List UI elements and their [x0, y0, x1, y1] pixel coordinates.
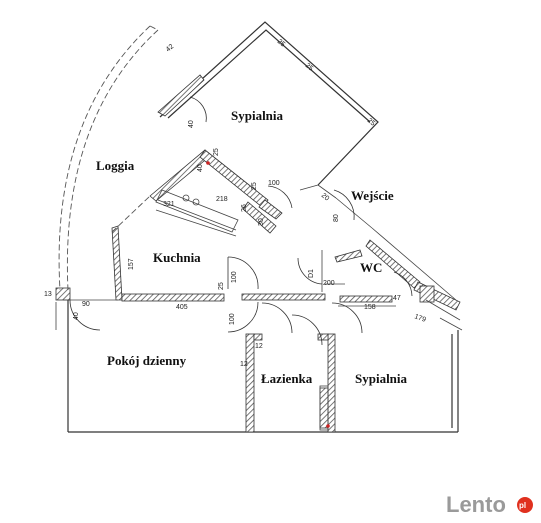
dim-80: 80: [333, 214, 340, 222]
dim-25e: 25: [251, 182, 258, 190]
room-label-kitchen: Kuchnia: [153, 250, 201, 265]
dim-25c: 25: [366, 117, 377, 127]
dim-100a: 100: [268, 180, 280, 187]
dim-40a: 40: [188, 120, 195, 128]
dim-30: 30: [258, 218, 265, 226]
dim-158: 158: [364, 304, 376, 311]
dim-12b: 12: [240, 361, 248, 368]
room-label-bathroom: Łazienka: [261, 371, 313, 386]
dim-20: 20: [320, 192, 331, 202]
dim-200: 200: [323, 280, 335, 287]
door-swings: [69, 96, 413, 346]
hatched-walls: [55, 74, 461, 433]
room-label-living-room: Pokój dzienny: [107, 353, 187, 368]
dim-100b: 100: [231, 271, 238, 283]
outer-walls: [67, 300, 459, 433]
dim-179: 179: [413, 313, 426, 324]
dim-25a: 25: [276, 38, 287, 48]
room-label-wc: WC: [360, 260, 382, 275]
dim-26: 26: [241, 204, 248, 212]
bedroom-top-outline: [159, 21, 379, 186]
watermark-dot-icon: [517, 497, 533, 513]
kitchen-counter: [155, 189, 239, 233]
watermark-suffix: pl: [519, 501, 526, 510]
dim-12a: 12: [255, 343, 263, 350]
dim-40b: 40: [197, 164, 204, 172]
dim-100c: 100: [229, 313, 236, 325]
dim-157: 157: [128, 258, 135, 270]
dim-25f: 25: [218, 282, 225, 290]
dim-40c: 40: [73, 312, 80, 320]
dim-218: 218: [216, 196, 228, 203]
lento-watermark: Lento pl: [446, 492, 533, 517]
dim-47: 47: [393, 295, 401, 302]
dim-321: 321: [163, 201, 175, 208]
watermark-brand: Lento: [446, 492, 506, 517]
room-label-loggia: Loggia: [96, 158, 135, 173]
dim-25b: 25: [304, 62, 315, 72]
door-label-d1: D1: [308, 269, 315, 278]
room-label-bedroom-right: Sypialnia: [355, 371, 408, 386]
dim-405: 405: [176, 304, 188, 311]
room-label-bedroom-top: Sypialnia: [231, 108, 284, 123]
dim-13: 13: [44, 291, 52, 298]
dim-42: 42: [165, 43, 176, 53]
dimension-labels: 42 25 25 25 25 25 25 40 40 40 100 100 10…: [44, 38, 427, 368]
dim-25d: 25: [213, 148, 220, 156]
dim-90: 90: [82, 301, 90, 308]
bathroom-fixtures: [206, 161, 330, 431]
room-label-entrance: Wejście: [351, 188, 394, 203]
loggia-balustrade: [58, 25, 159, 291]
